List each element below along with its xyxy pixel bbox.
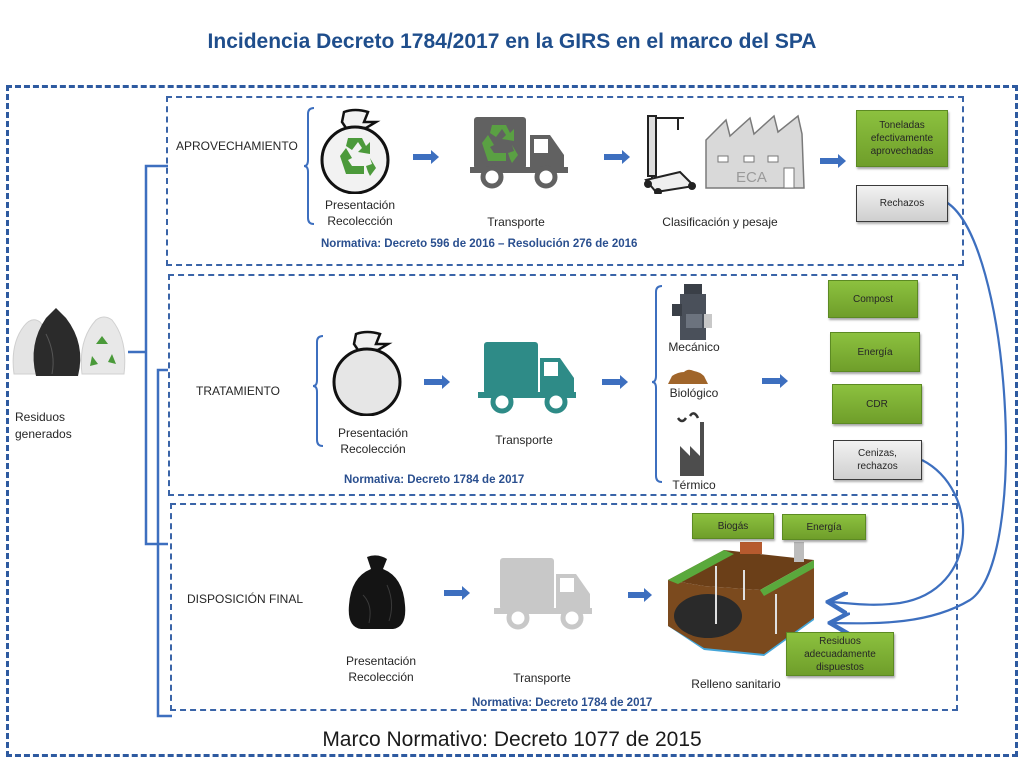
section-label-tratamiento: TRATAMIENTO xyxy=(196,384,280,398)
output-toneladas-aprovechadas: Toneladas efectivamente aprovechadas xyxy=(856,110,948,167)
source-label-line2: generados xyxy=(15,427,72,441)
step-label-line1: Presentación xyxy=(324,198,396,212)
step-clasificacion-pesaje: Clasificación y pesaje xyxy=(662,215,778,229)
waste-bags-icon xyxy=(10,304,128,378)
source-label: Residuos generados xyxy=(15,409,72,443)
output-cenizas-rechazos: Cenizas, rechazos xyxy=(833,440,922,480)
arrow-icon xyxy=(413,150,439,164)
truck-icon xyxy=(494,556,594,631)
step-relleno-sanitario: Relleno sanitario xyxy=(691,677,781,691)
step-transporte: Transporte xyxy=(513,671,571,685)
scale-icon xyxy=(644,115,697,196)
recycle-truck-icon xyxy=(470,115,570,190)
arrow-icon xyxy=(602,375,628,389)
section-aprovechamiento xyxy=(166,96,964,266)
step-presentacion-recoleccion: Presentación Recolección xyxy=(336,653,426,685)
step-label-line2: Recolección xyxy=(340,442,406,456)
arrow-icon xyxy=(820,154,846,168)
section-braces xyxy=(303,107,663,483)
flow-arrows xyxy=(413,150,846,602)
process-label-termico: Térmico xyxy=(672,478,716,492)
bag-icon xyxy=(330,330,404,417)
machine-icon xyxy=(672,284,716,344)
arrow-icon xyxy=(424,375,450,389)
arrow-icon xyxy=(762,374,788,388)
truck-icon xyxy=(478,340,578,415)
process-label-biologico: Biológico xyxy=(669,386,719,400)
reject-return-curves xyxy=(830,201,1008,623)
scale-and-eca-factory-icon: ECA xyxy=(640,112,810,196)
factory-chimney-icon xyxy=(676,412,710,476)
step-label-line2: Recolección xyxy=(348,670,414,684)
outer-frame-marco-normativo xyxy=(6,85,1018,757)
main-bracket xyxy=(128,164,172,718)
step-label-line2: Recolección xyxy=(327,214,393,228)
output-rechazos: Rechazos xyxy=(856,185,948,222)
arrow-icon xyxy=(604,150,630,164)
arrow-icon xyxy=(628,588,652,602)
normativa-aprovechamiento: Normativa: Decreto 596 de 2016 – Resoluc… xyxy=(321,238,638,250)
marco-normativo-label: Marco Normativo: Decreto 1077 de 2015 xyxy=(322,728,702,751)
step-presentacion-recoleccion: Presentación Recolección xyxy=(315,197,405,229)
output-cdr: CDR xyxy=(832,384,922,424)
output-energia: Energía xyxy=(830,332,920,372)
output-residuos-dispuestos: Residuos adecuadamente dispuestos xyxy=(786,632,894,676)
step-presentacion-recoleccion: Presentación Recolección xyxy=(328,425,418,457)
step-transporte: Transporte xyxy=(495,433,553,447)
output-compost: Compost xyxy=(828,280,918,318)
step-label-line1: Presentación xyxy=(345,654,417,668)
compost-pile-icon xyxy=(668,368,708,384)
section-label-aprovechamiento: APROVECHAMIENTO xyxy=(176,139,298,153)
source-label-line1: Residuos xyxy=(15,410,66,424)
eca-label: ECA xyxy=(736,169,767,186)
normativa-tratamiento: Normativa: Decreto 1784 de 2017 xyxy=(344,474,525,486)
step-label-line1: Presentación xyxy=(337,426,409,440)
diagram-title: Incidencia Decreto 1784/2017 en la GIRS … xyxy=(207,30,817,53)
recycle-bag-icon xyxy=(318,108,392,195)
process-label-mecanico: Mecánico xyxy=(668,340,720,354)
black-trash-bag-icon xyxy=(343,555,411,631)
arrow-icon xyxy=(444,586,470,600)
output-energia-relleno: Energía xyxy=(782,514,866,540)
normativa-disposicion-final: Normativa: Decreto 1784 de 2017 xyxy=(472,697,653,709)
section-tratamiento xyxy=(168,274,958,496)
landfill-icon xyxy=(664,540,824,656)
output-biogas: Biogás xyxy=(692,513,774,539)
section-label-disposicion-final: DISPOSICIÓN FINAL xyxy=(187,592,304,606)
step-transporte: Transporte xyxy=(487,215,545,229)
